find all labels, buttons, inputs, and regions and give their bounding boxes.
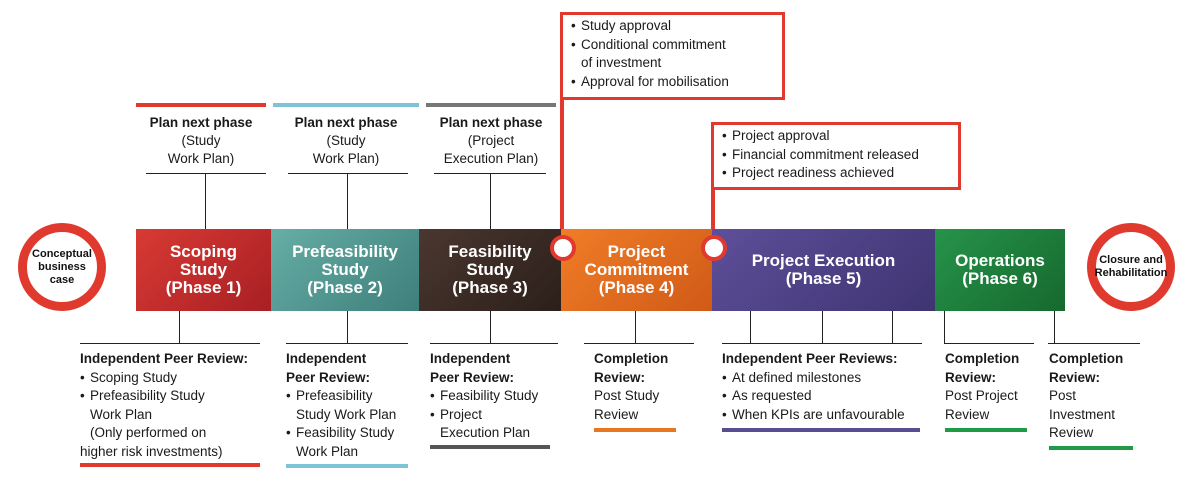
review5-connector-a bbox=[750, 311, 751, 343]
phase-1-scoping-study: Scoping Study (Phase 1) bbox=[136, 229, 271, 311]
review-heading: Independent Peer Review: bbox=[286, 351, 371, 385]
start-circle-label: Conceptual business case bbox=[32, 247, 92, 286]
phase-4-project-commitment: Project Commitment (Phase 4) bbox=[561, 229, 712, 311]
plan-title: Plan next phase bbox=[294, 115, 398, 130]
plan-line: (Project bbox=[467, 133, 515, 148]
review-heading: Completion Review: bbox=[945, 351, 1020, 385]
gate1-item: Approval for mobilisation bbox=[571, 73, 774, 92]
gate2-item: Financial commitment released bbox=[722, 146, 950, 165]
review3-connector bbox=[490, 311, 491, 343]
plan2-divider bbox=[288, 173, 408, 174]
review-item: Feasibility Study Work Plan bbox=[286, 424, 411, 461]
review4-connector bbox=[635, 311, 636, 343]
review-phase-1: Independent Peer Review: Scoping Study P… bbox=[80, 350, 265, 461]
phase-label: Feasibility Study (Phase 3) bbox=[448, 242, 532, 297]
review5-connector-b bbox=[822, 311, 823, 343]
plan-next-phase-1: Plan next phase (Study Work Plan) bbox=[126, 114, 276, 168]
phase-3-feasibility-study: Feasibility Study (Phase 3) bbox=[419, 229, 561, 311]
end-circle-label: Closure and Rehabilitation bbox=[1094, 254, 1168, 279]
review-phase-3: Independent Peer Review: Feasibility Stu… bbox=[430, 350, 560, 443]
review-note: higher risk investments) bbox=[80, 443, 223, 459]
review-operations: Completion Review: Post Investment Revie… bbox=[1049, 350, 1144, 443]
plan-line: Execution Plan) bbox=[443, 151, 539, 166]
review-item: Project Execution Plan bbox=[430, 406, 560, 443]
closure-rehabilitation-circle: Closure and Rehabilitation bbox=[1087, 223, 1175, 311]
review-phase-2: Independent Peer Review: Prefeasibility … bbox=[286, 350, 411, 461]
review5-accent-bar bbox=[722, 428, 920, 432]
review-heading: Independent Peer Review: bbox=[80, 351, 249, 366]
review-item: Scoping Study bbox=[80, 369, 265, 388]
gate2-marker bbox=[701, 235, 727, 261]
plan2-accent-bar bbox=[273, 103, 419, 107]
plan-line: Work Plan) bbox=[312, 151, 380, 166]
review2-divider bbox=[286, 343, 408, 344]
plan3-connector bbox=[490, 173, 491, 229]
review-heading: Independent Peer Reviews: bbox=[722, 351, 898, 366]
review6-divider bbox=[944, 343, 1034, 344]
phase-label: Project Commitment (Phase 4) bbox=[584, 242, 689, 297]
phase-5-project-execution: Project Execution (Phase 5) bbox=[712, 229, 935, 311]
review-heading: Independent Peer Review: bbox=[430, 351, 515, 385]
review2-connector bbox=[347, 311, 348, 343]
plan1-accent-bar bbox=[136, 103, 266, 107]
plan-line: (Study bbox=[181, 133, 221, 148]
review4-accent-bar bbox=[594, 428, 676, 432]
review-body: Post Project Review bbox=[945, 388, 1018, 422]
review-body: Post Investment Review bbox=[1049, 388, 1116, 440]
review-item: As requested bbox=[722, 387, 927, 406]
gate1-approval-box: Study approval Conditional commitment of… bbox=[560, 12, 785, 100]
gate1-marker bbox=[550, 235, 576, 261]
review-item: Prefeasibility Study Work Plan bbox=[286, 387, 411, 424]
review-phase-6: Completion Review: Post Project Review bbox=[945, 350, 1040, 424]
phase-2-prefeasibility-study: Prefeasibility Study (Phase 2) bbox=[271, 229, 419, 311]
review5-connector-c bbox=[892, 311, 893, 343]
gate2-approval-box: Project approval Financial commitment re… bbox=[711, 122, 961, 190]
plan-next-phase-2: Plan next phase (Study Work Plan) bbox=[271, 114, 421, 168]
review1-accent-bar bbox=[80, 463, 260, 467]
review3-accent-bar bbox=[430, 445, 550, 449]
gate2-connector bbox=[711, 184, 715, 240]
review-phase-4: Completion Review: Post Study Review bbox=[594, 350, 694, 424]
plan2-connector bbox=[347, 173, 348, 229]
gate2-item: Project readiness achieved bbox=[722, 164, 950, 183]
plan1-connector bbox=[205, 173, 206, 229]
review1-divider bbox=[80, 343, 260, 344]
review-item: Prefeasibility Study Work Plan (Only per… bbox=[80, 387, 265, 443]
phase-label: Scoping Study (Phase 1) bbox=[165, 242, 242, 297]
review1-connector bbox=[179, 311, 180, 343]
review-phase-5: Independent Peer Reviews: At defined mil… bbox=[722, 350, 927, 424]
plan-line: (Study bbox=[326, 133, 366, 148]
review-heading: Completion Review: bbox=[594, 351, 669, 385]
review7-accent-bar bbox=[1049, 446, 1133, 450]
review5-divider bbox=[722, 343, 922, 344]
review7-divider bbox=[1048, 343, 1140, 344]
phase-label: Project Execution (Phase 5) bbox=[751, 251, 896, 288]
review-item: At defined milestones bbox=[722, 369, 927, 388]
review4-divider bbox=[584, 343, 694, 344]
plan-title: Plan next phase bbox=[149, 115, 253, 130]
phase-6-operations: Operations (Phase 6) bbox=[935, 229, 1065, 311]
review-body: Post Study Review bbox=[594, 388, 660, 422]
review7-connector bbox=[1054, 311, 1055, 343]
conceptual-business-case-circle: Conceptual business case bbox=[18, 223, 106, 311]
review3-divider bbox=[430, 343, 558, 344]
gate1-item: Study approval bbox=[571, 17, 774, 36]
phase-label: Operations (Phase 6) bbox=[955, 251, 1045, 288]
review-heading: Completion Review: bbox=[1049, 351, 1124, 385]
review2-accent-bar bbox=[286, 464, 408, 468]
gate1-connector bbox=[560, 94, 564, 240]
review6-accent-bar bbox=[945, 428, 1027, 432]
plan3-accent-bar bbox=[426, 103, 556, 107]
review-item: Feasibility Study bbox=[430, 387, 560, 406]
phase-label: Prefeasibility Study (Phase 2) bbox=[292, 242, 398, 297]
plan-line: Work Plan) bbox=[167, 151, 235, 166]
plan1-divider bbox=[146, 173, 266, 174]
gate2-item: Project approval bbox=[722, 127, 950, 146]
review-item: When KPIs are unfavourable bbox=[722, 406, 927, 425]
gate1-item: Conditional commitment of investment bbox=[571, 36, 774, 73]
plan-title: Plan next phase bbox=[439, 115, 543, 130]
plan-next-phase-3: Plan next phase (Project Execution Plan) bbox=[416, 114, 566, 168]
review6-connector bbox=[944, 311, 945, 343]
